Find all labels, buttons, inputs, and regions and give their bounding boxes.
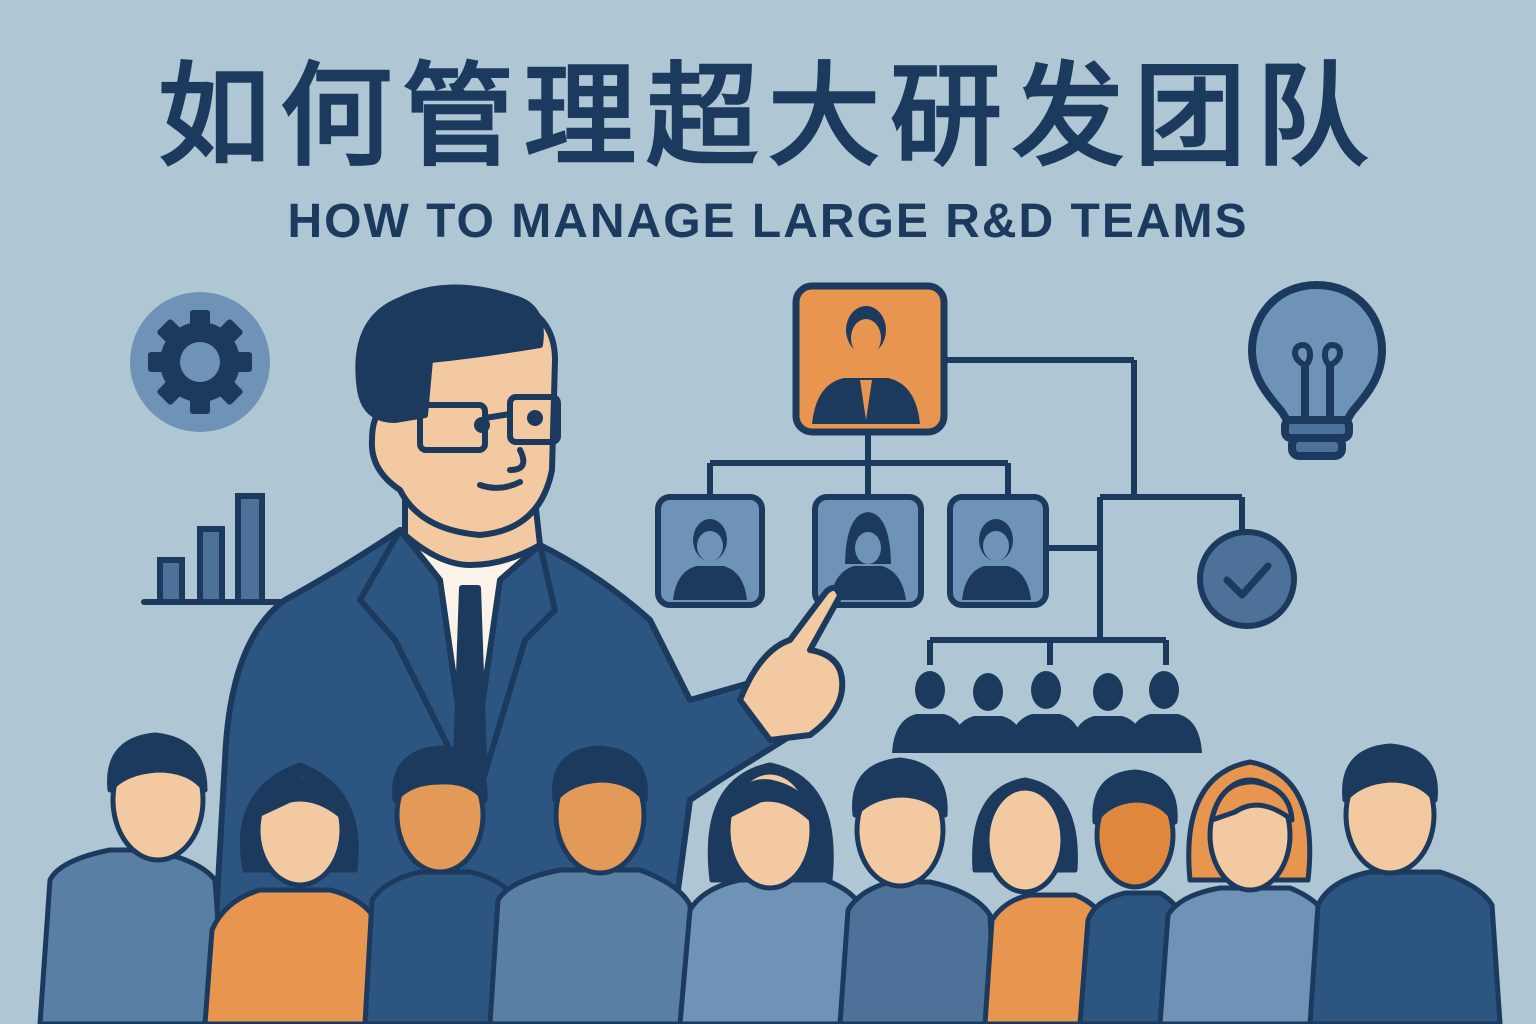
bar-chart-icon <box>141 493 293 605</box>
team-member-4 <box>487 745 698 1024</box>
page-title-chinese: 如何管理超大研发团队 <box>158 52 1378 182</box>
team-group-icon <box>892 671 1202 753</box>
team-member-5 <box>677 762 871 1024</box>
team-member-2 <box>202 762 388 1024</box>
org-node-member-3 <box>947 494 1049 608</box>
gear-icon <box>130 292 270 432</box>
lightbulb-icon <box>1247 280 1387 460</box>
team-member-1 <box>37 732 228 1024</box>
org-node-member-2 <box>812 494 924 608</box>
org-node-member-1 <box>655 494 765 608</box>
team-crowd <box>37 732 1503 1024</box>
team-member-3 <box>362 745 523 1024</box>
team-member-9 <box>1157 759 1335 1024</box>
org-node-manager <box>792 282 948 436</box>
page-title-english: HOW TO MANAGE LARGE R&D TEAMS <box>287 195 1249 248</box>
team-member-10 <box>1307 743 1503 1024</box>
team-member-6 <box>837 757 998 1024</box>
check-circle-icon <box>1197 529 1297 629</box>
org-chart-connectors <box>707 357 1245 665</box>
